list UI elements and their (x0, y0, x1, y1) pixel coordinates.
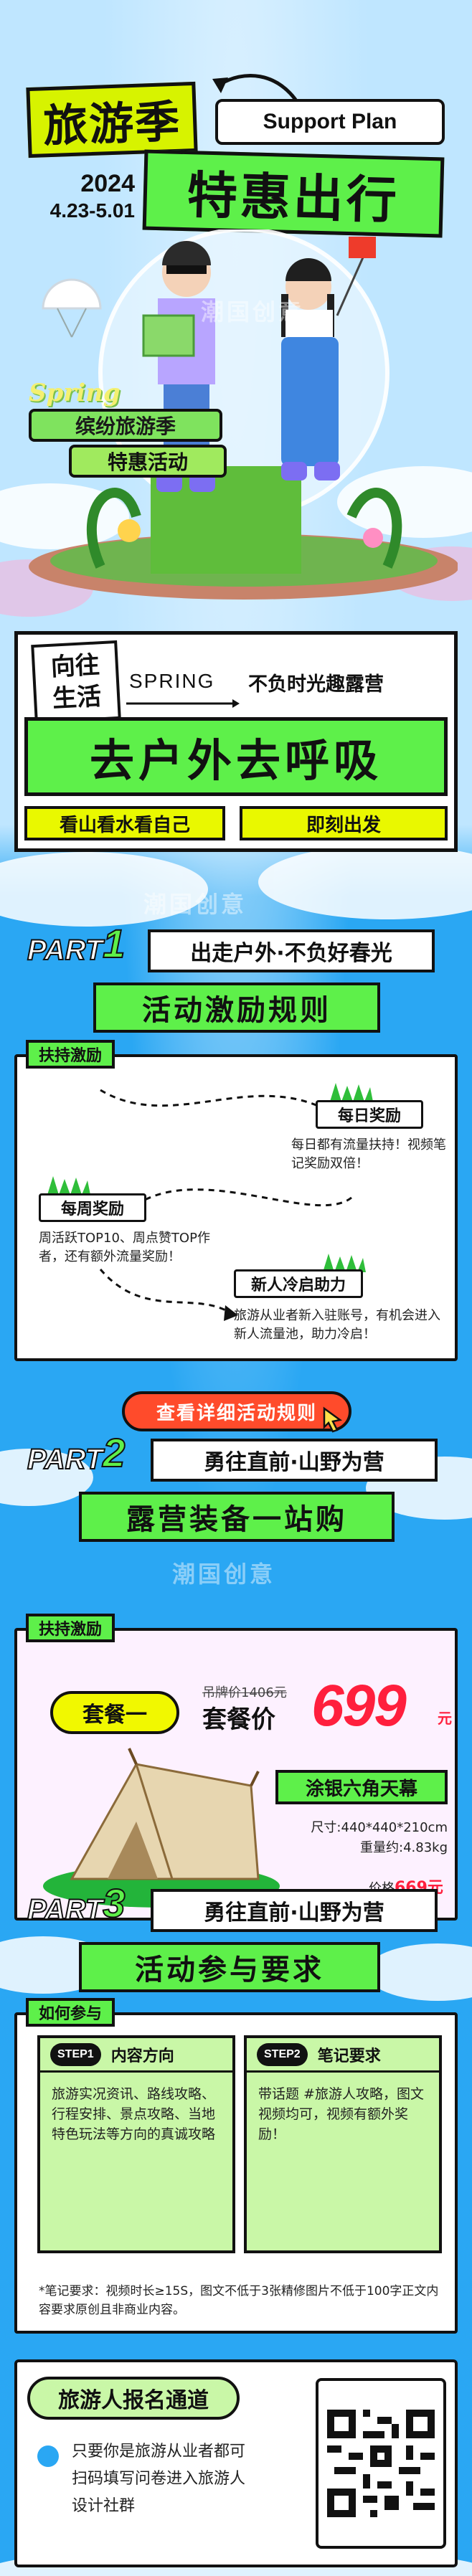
step2-card: STEP2 笔记要求 带话题 #旅游人攻略，图文视频均可，视频有额外奖励！ (244, 2035, 442, 2253)
signup-text: 只要你是旅游从业者都可扫码填写问卷进入旅游人设计社群 (72, 2443, 246, 2515)
event-badge-line2: 特惠活动 (69, 445, 227, 478)
daily-reward-title: 每日奖励 (316, 1100, 423, 1129)
qr-code[interactable] (316, 2378, 446, 2549)
toward-life-stamp: 向往 生活 (31, 640, 121, 724)
promo-title: 特惠出行 (142, 149, 445, 238)
weekly-reward-desc: 周活跃TOP10、周点赞TOP作者，还有额外流量奖励！ (39, 1231, 210, 1264)
original-price: 吊牌价1406元 (202, 1685, 287, 1700)
package-price: 699 (311, 1673, 407, 1738)
tent-image (43, 1748, 280, 1908)
step2-body: 带话题 #旅游人攻略，图文视频均可，视频有额外奖励！ (258, 2086, 424, 2142)
slogan-left-button[interactable]: 看山看水看自己 (24, 806, 225, 840)
part3-title: 活动参与要求 (79, 1942, 380, 1992)
weekly-reward-title: 每周奖励 (39, 1193, 146, 1222)
step1-card: STEP1 内容方向 旅游实况资讯、路线攻略、行程安排、景点攻略、当地特色玩法等… (37, 2035, 235, 2253)
newcomer-reward-title: 新人冷启助力 (234, 1269, 363, 1298)
view-rules-button[interactable]: 查看详细活动规则 (122, 1391, 351, 1431)
part2-title: 露营装备一站购 (79, 1492, 395, 1542)
package-one-pill: 套餐一 (50, 1691, 179, 1734)
go-now-button[interactable]: 即刻出发 (240, 806, 448, 840)
underline-arrow-icon (126, 699, 240, 708)
event-badge-line1: 缤纷旅游季 (29, 409, 222, 442)
package-price-label: 套餐价 (202, 1705, 275, 1734)
event-date-block: 2024 4.23-5.01 (26, 159, 135, 234)
grass-icon (323, 1254, 366, 1272)
spring-text: SPRING (129, 670, 215, 692)
note-requirements: *笔记要求：视频时长≥15S，图文不低于3张精修图片不低于100字正文内容要求原… (39, 2284, 439, 2317)
pointer-hand-icon (323, 1406, 343, 1433)
step1-number: STEP1 (50, 2042, 101, 2066)
newcomer-reward-desc: 旅游从业者新入驻账号，有机会进入新人流量池，助力冷启！ (234, 1308, 440, 1342)
toward-line2: 生活 (52, 682, 103, 714)
event-dates: 4.23-5.01 (49, 199, 135, 222)
step1-header: STEP1 内容方向 (40, 2038, 232, 2073)
grass-icon (330, 1083, 373, 1102)
part3-tag-number: 3 (102, 1880, 126, 1926)
part2-subtitle: 勇往直前·山野为营 (151, 1439, 438, 1482)
part2-tag: PART 2 (27, 1429, 126, 1476)
daily-reward-desc: 每日都有流量扶持！视频笔记奖励双倍！ (291, 1137, 446, 1171)
part1-tag: PART 1 (27, 920, 126, 967)
part3-tag: PART 3 (27, 1880, 126, 1926)
product-name: 涂银六角天幕 (275, 1770, 448, 1804)
watermark-text: 潮国创意 (172, 1561, 276, 1588)
product-weight: 重量约:4.83kg (360, 1840, 448, 1855)
slogan-right-text: 不负时光趣露营 (248, 673, 384, 696)
part2-tag-number: 2 (102, 1429, 126, 1476)
step2-number: STEP2 (257, 2042, 308, 2066)
step2-header: STEP2 笔记要求 (247, 2038, 439, 2073)
slogan-headline: 去户外去呼吸 (24, 717, 448, 796)
step1-name: 内容方向 (110, 2047, 174, 2065)
spring-script-label: Spring (29, 379, 121, 407)
participation-label: 如何参与 (26, 1998, 115, 2027)
dot-icon (37, 2445, 59, 2467)
watermark-text: 潮国创意 (143, 891, 247, 918)
signup-title: 旅游人报名通道 (27, 2377, 240, 2420)
watermark-text: 潮国创意 (201, 298, 305, 326)
incentive-label: 扶持激励 (26, 1040, 115, 1069)
package-label: 扶持激励 (26, 1614, 115, 1642)
toward-line1: 向往 (49, 650, 100, 682)
part3-tag-prefix: PART (27, 1893, 103, 1926)
step2-name: 笔记要求 (317, 2047, 381, 2065)
part1-title: 活动激励规则 (93, 982, 380, 1033)
part1-tag-number: 1 (102, 920, 126, 967)
part2-tag-prefix: PART (27, 1443, 103, 1476)
hero-title: 旅游季 (26, 81, 198, 158)
view-rules-label: 查看详细活动规则 (156, 1402, 317, 1424)
part1-tag-prefix: PART (27, 934, 103, 967)
part1-subtitle: 出走户外·不负好春光 (148, 929, 435, 972)
price-unit: 元 (438, 1710, 452, 1727)
event-year: 2024 (80, 170, 135, 197)
support-plan-label: Support Plan (215, 99, 445, 145)
part3-subtitle: 勇往直前·山野为营 (151, 1889, 438, 1932)
qr-code-icon (327, 2410, 435, 2517)
product-size: 尺寸:440*440*210cm (311, 1820, 448, 1835)
curved-arrow-icon (212, 74, 302, 108)
grass-icon (47, 1176, 90, 1195)
step1-body: 旅游实况资讯、路线攻略、行程安排、景点攻略、当地特色玩法等方向的真诚攻略 (52, 2086, 216, 2142)
